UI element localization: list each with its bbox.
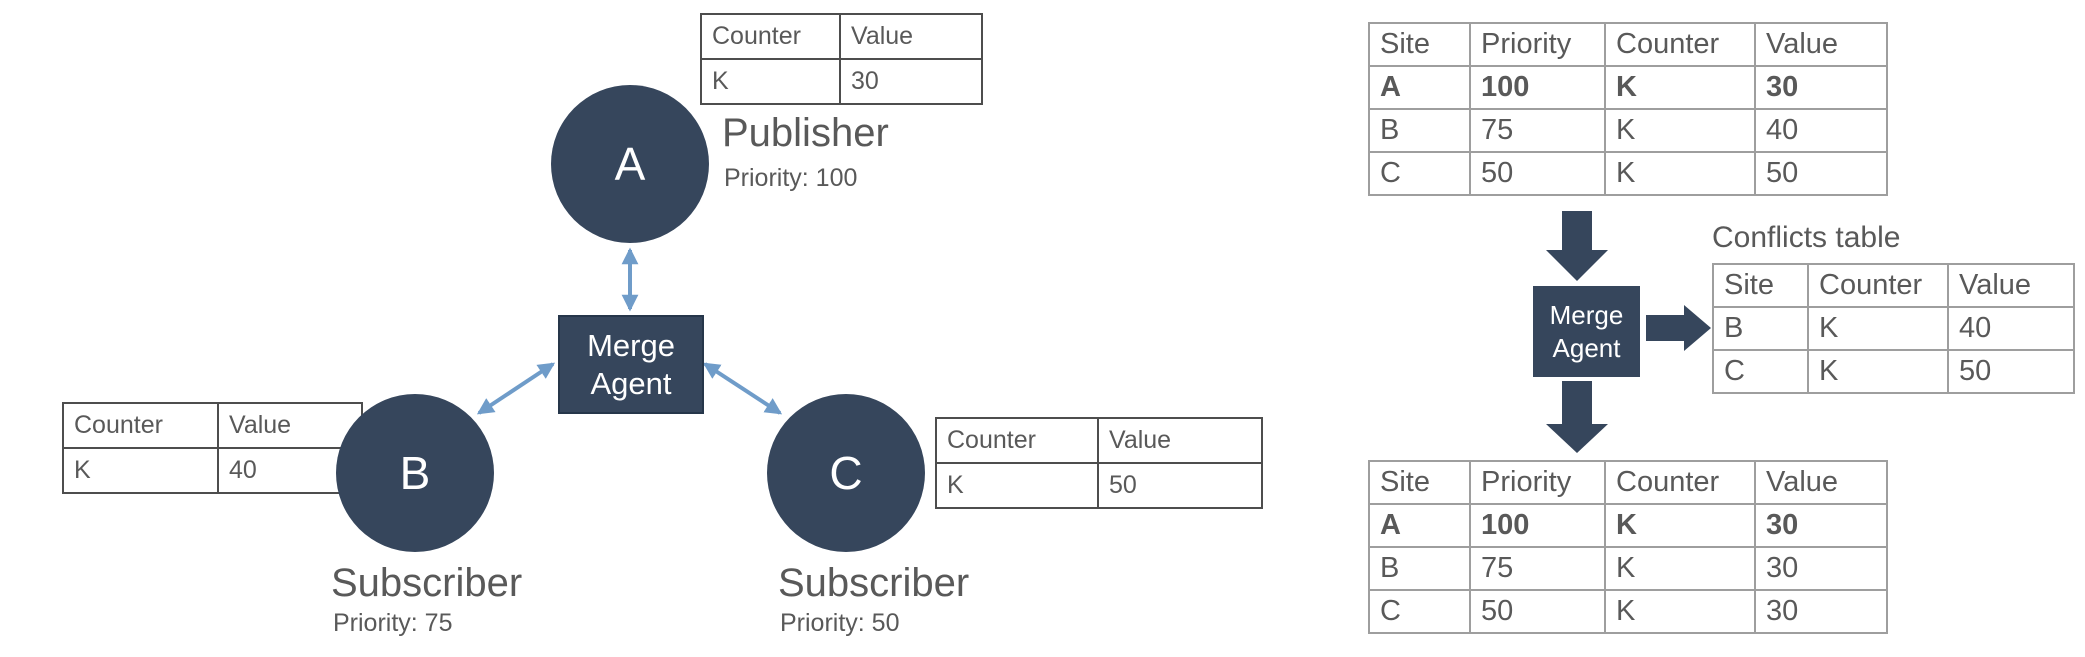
table-cell: C xyxy=(1712,349,1809,394)
table-cell: A xyxy=(1368,65,1471,110)
merge-agent-label-line2: Agent xyxy=(590,365,672,401)
merge-agent-box-left: Merge Agent xyxy=(558,315,704,414)
column-header: Counter xyxy=(1604,22,1756,67)
table-cell: 75 xyxy=(1469,546,1606,591)
subscriber-b-role-label: Subscriber xyxy=(331,561,523,605)
column-header: Site xyxy=(1368,22,1471,67)
column-header: Counter xyxy=(1604,460,1756,505)
column-header: Priority xyxy=(1469,22,1606,67)
table-cell: K xyxy=(1604,589,1756,634)
block-arrow-merge-to-conflicts xyxy=(1646,305,1711,351)
table-cell: C xyxy=(1368,589,1471,634)
table-cell: 30 xyxy=(1754,546,1888,591)
column-header: Counter xyxy=(62,402,219,449)
arrow-b-merge xyxy=(476,362,556,415)
column-header: Value xyxy=(1754,22,1888,67)
table-cell: 30 xyxy=(1754,503,1888,548)
column-header: Counter xyxy=(700,13,841,60)
table-cell: K xyxy=(62,447,219,494)
table-cell: K xyxy=(1807,306,1949,351)
node-c-circle: C xyxy=(767,394,925,552)
table-cell: K xyxy=(935,462,1099,509)
table-cell: K xyxy=(1604,65,1756,110)
table-cell: B xyxy=(1368,546,1471,591)
subscriber-c-role-label: Subscriber xyxy=(778,561,970,605)
publisher-role-label: Publisher xyxy=(722,111,889,155)
table-cell: 30 xyxy=(1754,65,1888,110)
subscriber-b-priority-label: Priority: 75 xyxy=(333,609,453,637)
column-header: Priority xyxy=(1469,460,1606,505)
table-cell: 50 xyxy=(1947,349,2075,394)
block-arrow-merge-to-output xyxy=(1546,381,1608,453)
table-cell: K xyxy=(1604,503,1756,548)
table-cell: K xyxy=(1604,108,1756,153)
node-b-circle: B xyxy=(336,394,494,552)
table-cell: K xyxy=(1604,546,1756,591)
merge-agent-label-line1: Merge xyxy=(1549,299,1624,330)
table-cell: 50 xyxy=(1097,462,1263,509)
subscriber-c-priority-label: Priority: 50 xyxy=(780,609,900,637)
column-header: Value xyxy=(1947,263,2075,308)
merge-agent-label-line2: Agent xyxy=(1552,332,1621,363)
merge-agent-label-line1: Merge xyxy=(587,327,675,363)
node-c-label: C xyxy=(829,447,863,499)
table-cell: A xyxy=(1368,503,1471,548)
table-cell: 40 xyxy=(1947,306,2075,351)
table-cell: C xyxy=(1368,151,1471,196)
table-cell: B xyxy=(1368,108,1471,153)
table-cell: 100 xyxy=(1469,65,1606,110)
column-header: Site xyxy=(1712,263,1809,308)
table-cell: B xyxy=(1712,306,1809,351)
table-cell: 50 xyxy=(1754,151,1888,196)
table-cell: 40 xyxy=(1754,108,1888,153)
node-a-circle: A xyxy=(551,85,709,243)
table-cell: 50 xyxy=(1469,151,1606,196)
table-cell: 30 xyxy=(839,58,983,105)
table-cell: 75 xyxy=(1469,108,1606,153)
table-cell: K xyxy=(1807,349,1949,394)
node-a-label: A xyxy=(614,138,646,190)
publisher-priority-label: Priority: 100 xyxy=(724,164,858,192)
column-header: Value xyxy=(217,402,363,449)
column-header: Value xyxy=(1097,417,1263,464)
block-arrow-input-to-merge xyxy=(1546,211,1608,281)
column-header: Counter xyxy=(1807,263,1949,308)
column-header: Value xyxy=(839,13,983,60)
table-cell: K xyxy=(1604,151,1756,196)
table-cell: 100 xyxy=(1469,503,1606,548)
table-cell: 50 xyxy=(1469,589,1606,634)
node-b-label: B xyxy=(399,447,431,499)
column-header: Counter xyxy=(935,417,1099,464)
table-cell: 30 xyxy=(1754,589,1888,634)
column-header: Site xyxy=(1368,460,1471,505)
table-cell: K xyxy=(700,58,841,105)
conflicts-table-title: Conflicts table xyxy=(1712,221,1901,254)
merge-agent-box-right: Merge Agent xyxy=(1533,286,1640,377)
column-header: Value xyxy=(1754,460,1888,505)
arrow-c-merge xyxy=(702,362,783,415)
